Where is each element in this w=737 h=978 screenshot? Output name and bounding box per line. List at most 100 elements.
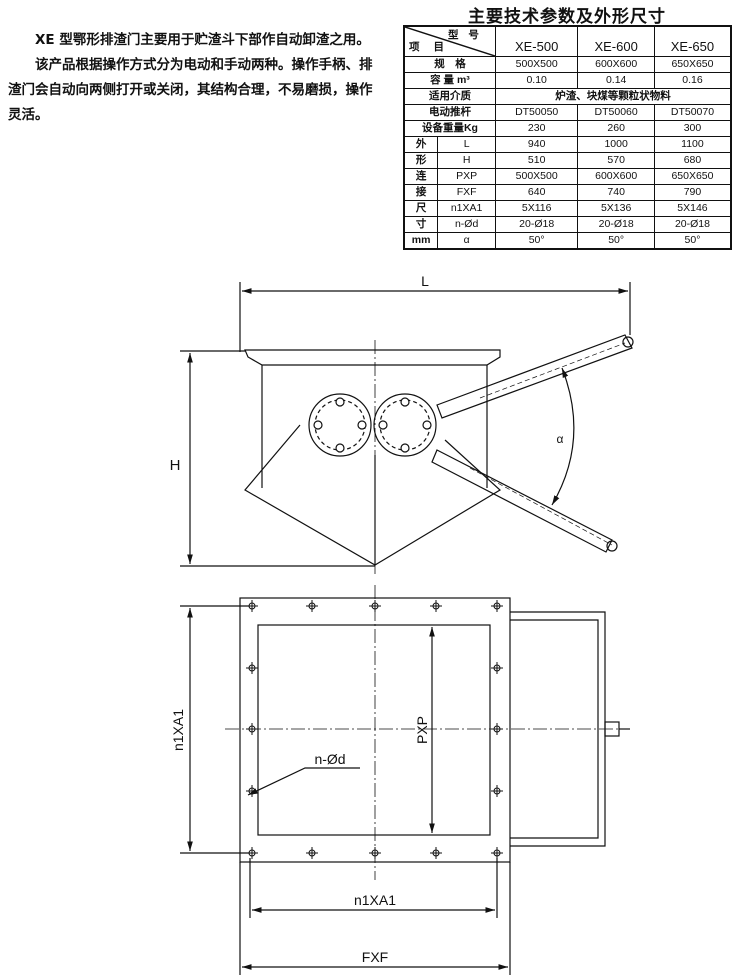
bolt-hole — [432, 602, 440, 610]
bolt-hole — [422, 420, 432, 430]
bolt-crosshair — [246, 662, 258, 674]
cell: 50° — [494, 232, 579, 250]
cell: 1100 — [653, 136, 732, 153]
bolt-hole — [378, 420, 388, 430]
cell: 640 — [494, 184, 579, 201]
cell: DT50070 — [653, 104, 732, 121]
table-row: 适用介质 炉渣、块煤等颗粒状物料 — [403, 88, 732, 105]
dim-group-char: 外 — [403, 136, 439, 153]
bolt-hole — [400, 397, 410, 407]
table-title: 主要技术参数及外形尺寸 — [468, 7, 666, 27]
actuator-arm-upper — [436, 334, 633, 419]
cell: 790 — [653, 184, 732, 201]
bottom-view — [180, 585, 630, 975]
cell: 炉渣、块煤等颗粒状物料 — [494, 88, 732, 105]
cell: 50° — [653, 232, 732, 250]
bolt-hole — [493, 602, 501, 610]
bolt-hole — [248, 787, 256, 795]
bolt-hole — [248, 664, 256, 672]
cell: 650X650 — [653, 56, 732, 73]
row-label: n1XA1 — [437, 200, 496, 217]
bolt-crosshair — [246, 847, 258, 859]
cell: 300 — [653, 120, 732, 137]
corner-item-label: 项目 — [409, 41, 458, 53]
bolt-crosshair — [246, 723, 258, 735]
cell: 600X600 — [577, 168, 655, 185]
cell: 600X600 — [577, 56, 655, 73]
bolt-crosshair — [491, 662, 503, 674]
cell: 0.14 — [577, 72, 655, 89]
cell: 570 — [577, 152, 655, 169]
bolt-crosshair — [369, 847, 381, 859]
bolt-crosshair — [430, 847, 442, 859]
bolt-hole — [248, 602, 256, 610]
row-label: 规 格 — [403, 56, 496, 73]
bolt-hole — [432, 849, 440, 857]
bolt-crosshair — [306, 600, 318, 612]
label-pxp: PXP — [414, 716, 430, 744]
row-label: FXF — [437, 184, 496, 201]
bolt-crosshair — [491, 847, 503, 859]
bolt-hole — [493, 849, 501, 857]
cell: DT50050 — [494, 104, 579, 121]
label-H: H — [170, 457, 181, 474]
handle-pin — [604, 721, 620, 737]
cell: 5X136 — [577, 200, 655, 217]
bolt-crosshair — [306, 847, 318, 859]
handle-frame — [510, 611, 606, 847]
table-row: 容 量 m³ 0.10 0.14 0.16 — [403, 72, 732, 89]
label-nd: n-Ød — [314, 751, 345, 767]
table-row: 设备重量Kg 230 260 300 — [403, 120, 732, 137]
row-label: L — [437, 136, 496, 153]
table-row: 规 格 500X500 600X600 650X650 — [403, 56, 732, 73]
cell: 50° — [577, 232, 655, 250]
arm-pin — [606, 540, 618, 552]
bolt-hole — [371, 602, 379, 610]
cell: 0.10 — [494, 72, 579, 89]
bolt-crosshair — [246, 785, 258, 797]
bolt-hole — [335, 443, 345, 453]
corner-header: 型号 项目 — [403, 25, 496, 57]
pivot-disc-inner — [379, 399, 431, 451]
label-L: L — [421, 273, 429, 289]
row-label: 电动推杆 — [403, 104, 496, 121]
bolt-hole — [313, 420, 323, 430]
table-row: 电动推杆 DT50050 DT50060 DT50070 — [403, 104, 732, 121]
cell: 740 — [577, 184, 655, 201]
arm-pin — [622, 336, 634, 348]
intro-text: XE 型鄂形排渣门主要用于贮渣斗下部作自动卸渣之用。 该产品根据操作方式分为电动… — [8, 28, 378, 128]
outer-flange — [239, 597, 511, 863]
label-alpha: α — [557, 432, 564, 446]
bolt-hole — [248, 849, 256, 857]
bolt-hole — [493, 725, 501, 733]
cell: 20-Ø18 — [494, 216, 579, 233]
row-label: n-Ød — [437, 216, 496, 233]
intro-paragraph-1: XE 型鄂形排渣门主要用于贮渣斗下部作自动卸渣之用。 — [35, 32, 370, 48]
pivot-disc-inner — [314, 399, 366, 451]
top-flange — [244, 349, 501, 366]
bolt-crosshair — [491, 785, 503, 797]
row-label: 容 量 m³ — [403, 72, 496, 89]
cell: 0.16 — [653, 72, 732, 89]
arm-centerline — [469, 467, 613, 546]
dim-group-char: 接 — [403, 184, 439, 201]
cell: 5X146 — [653, 200, 732, 217]
side-view — [180, 282, 634, 575]
row-label: H — [437, 152, 496, 169]
angle-arc — [551, 367, 575, 506]
model-header: XE-600 — [577, 25, 655, 57]
cell: 260 — [577, 120, 655, 137]
cell: 500X500 — [494, 56, 579, 73]
label-fxf: FXF — [362, 949, 388, 965]
cell: 1000 — [577, 136, 655, 153]
bolt-hole — [357, 420, 367, 430]
cell: DT50060 — [577, 104, 655, 121]
bolt-crosshair — [369, 600, 381, 612]
dim-group-char: mm — [403, 232, 439, 250]
bolt-hole — [493, 787, 501, 795]
cell: 500X500 — [494, 168, 579, 185]
